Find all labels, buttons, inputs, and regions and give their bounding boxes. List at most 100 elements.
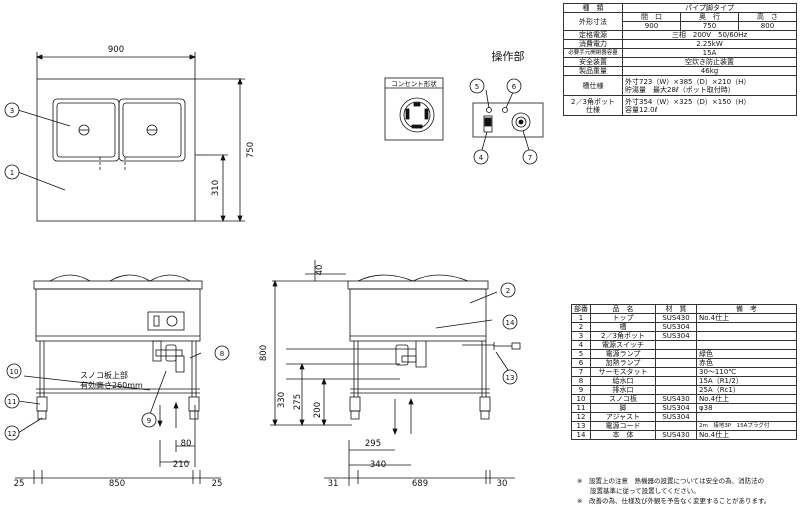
part-remarks xyxy=(696,331,797,341)
part-name: 電源スイッチ xyxy=(590,340,656,350)
pot-spec: 外寸354（W）×325（D）×150（H） 容量12.0ℓ xyxy=(622,95,797,116)
front-control-plate xyxy=(147,311,185,331)
dim-30: 30 xyxy=(497,479,508,489)
part-material xyxy=(655,376,697,386)
part-material xyxy=(655,340,697,350)
part-no: 13 xyxy=(571,421,591,431)
balloon-13-num: 13 xyxy=(506,374,515,382)
balloon-10 xyxy=(6,363,22,379)
balloon-1-num: 1 xyxy=(10,169,14,177)
front-top xyxy=(33,280,203,290)
balloon-14-num: 14 xyxy=(506,319,515,327)
balloon-7-num: 7 xyxy=(528,154,532,162)
part-remarks: 25A（Rc1） xyxy=(696,385,797,395)
part-material xyxy=(655,358,697,368)
balloon-8-num: 8 xyxy=(220,350,224,358)
part-remarks: 15A（R1/2） xyxy=(696,376,797,386)
part-name: 加熱ランプ xyxy=(590,358,656,368)
balloon-8 xyxy=(214,345,230,361)
spec-row-label: 消費電力 xyxy=(563,39,623,49)
spec-row-label: 必要手元開閉器容量 xyxy=(563,48,623,58)
control-plate xyxy=(472,102,544,138)
part-material: SUS304 xyxy=(655,412,697,422)
spec-row-value: 三相 200V 50/60Hz xyxy=(622,30,797,40)
part-remarks xyxy=(696,412,797,422)
part-remarks: φ38 xyxy=(696,403,797,413)
part-material xyxy=(655,421,697,431)
spec-row-value: 46kg xyxy=(622,66,797,76)
dims-val-width: 900 xyxy=(622,21,681,31)
part-material xyxy=(655,367,697,377)
balloon-9-num: 9 xyxy=(147,417,151,425)
notes: ※ 設置上の注意 熱機器の設置については安全の為、消防法の 設置基準に従って設置… xyxy=(577,476,799,506)
dim-210: 210 xyxy=(173,460,189,470)
part-remarks: 緑色 xyxy=(696,349,797,359)
parts-header-material: 材 質 xyxy=(655,304,697,314)
heat-lamp xyxy=(502,107,508,113)
dim-25-right: 25 xyxy=(212,479,223,489)
dim-689: 689 xyxy=(412,479,428,489)
note-line: ※ 設置上の注意 熱機器の設置については安全の為、消防法の xyxy=(577,477,765,485)
part-no: 3 xyxy=(571,331,591,341)
dims-label: 外形寸法 xyxy=(563,12,623,31)
dim-340: 340 xyxy=(370,460,386,470)
balloon-4-num: 4 xyxy=(479,154,484,162)
outlet-label: コンセント形状 xyxy=(391,79,437,88)
sunoko-label-1: スノコ板上部 xyxy=(80,370,128,380)
dim-750: 750 xyxy=(246,142,256,158)
note-line: 設置基準に従って設置してください。 xyxy=(577,487,700,495)
balloon-12 xyxy=(4,425,20,441)
part-remarks: No.4仕上 xyxy=(696,313,797,323)
part-name: 給水口 xyxy=(590,376,656,386)
part-remarks: No.4仕上 xyxy=(696,430,797,440)
tank-spec: 外寸723（W）×385（D）×210（H） 貯湯量 最大28ℓ（ポット取付時） xyxy=(622,75,797,96)
spec-header-label: 種 類 xyxy=(563,3,623,13)
dim-80: 80 xyxy=(181,439,192,449)
dim-850: 850 xyxy=(109,479,125,489)
balloon-6 xyxy=(506,78,522,94)
balloon-11 xyxy=(4,393,20,409)
part-remarks: 30〜110℃ xyxy=(696,367,797,377)
part-no: 12 xyxy=(571,412,591,422)
pot-label-line: 仕様 xyxy=(586,105,600,114)
balloon-4 xyxy=(473,149,489,165)
part-material xyxy=(655,385,697,395)
dims-col-depth: 奥 行 xyxy=(679,12,739,22)
part-name: 排水口 xyxy=(590,385,656,395)
sunoko-label-2: 有効高さ260mm xyxy=(80,380,143,390)
part-material: SUS304 xyxy=(655,331,697,341)
balloon-10-num: 10 xyxy=(10,368,19,376)
part-remarks: 赤色 xyxy=(696,358,797,368)
part-material: SUS430 xyxy=(655,394,697,404)
part-name: スノコ板 xyxy=(590,394,656,404)
thermostat-dial xyxy=(511,112,531,132)
parts-header-remarks: 備 考 xyxy=(696,304,797,314)
tank-line: 貯湯量 最大28ℓ（ポット取付時） xyxy=(625,85,735,94)
dim-31: 31 xyxy=(328,479,339,489)
balloon-14 xyxy=(502,314,518,330)
balloon-11-num: 11 xyxy=(8,398,17,406)
dim-200: 200 xyxy=(313,402,323,418)
dim-40: 40 xyxy=(315,265,325,276)
balloon-3 xyxy=(4,102,20,118)
part-material: SUS430 xyxy=(655,313,697,323)
dim-330: 330 xyxy=(277,392,287,408)
pot-right xyxy=(118,98,186,162)
pot-label: 2／3角ポット 仕様 xyxy=(563,95,623,116)
dims-val-depth: 750 xyxy=(679,21,739,31)
part-name: アジャスト xyxy=(590,412,656,422)
part-material: SUS430 xyxy=(655,430,697,440)
side-top xyxy=(347,280,489,290)
